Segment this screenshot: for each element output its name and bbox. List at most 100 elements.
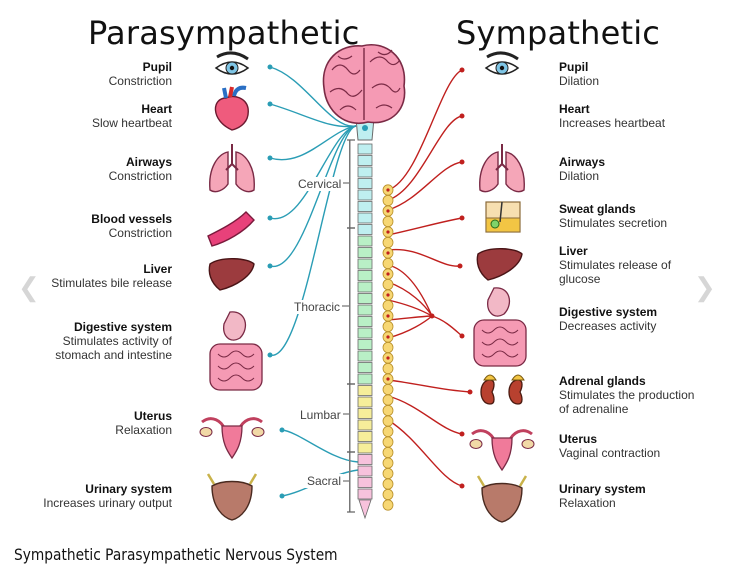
sympathetic-nerve-end <box>459 215 465 221</box>
heart-icon-aorta <box>228 86 234 98</box>
digestive-icon-stomach <box>223 311 247 341</box>
sympathetic-nerves <box>387 67 473 489</box>
digestive-icon-intestine <box>209 343 263 391</box>
chain-ganglion <box>382 415 394 427</box>
sweat-gland-hair <box>499 201 503 223</box>
heart-icon-body <box>214 95 249 131</box>
chain-ganglion <box>382 478 394 490</box>
spinal-segment <box>357 454 373 465</box>
sympathetic-nerve-path <box>387 264 433 317</box>
parasympathetic-label-description: Stimulates activity of <box>62 334 172 348</box>
sympathetic-label-description: Dilation <box>559 74 600 88</box>
spinal-segment <box>357 247 373 258</box>
parasympathetic-nerve-path <box>269 125 357 267</box>
chain-node <box>386 335 390 339</box>
lungs-icon-left <box>209 151 229 193</box>
chevron-right-icon[interactable]: ❯ <box>694 272 716 302</box>
spinal-segment <box>357 373 373 385</box>
figure-caption: Sympathetic Parasympathetic Nervous Syst… <box>14 545 338 564</box>
parasympathetic-nerve-end <box>267 215 273 221</box>
sympathetic-nerve-path <box>387 419 463 487</box>
sympathetic-label-description: glucose <box>559 272 601 286</box>
spinal-segment <box>357 143 373 155</box>
parasympathetic-nerves <box>267 64 359 499</box>
spinal-segment <box>357 385 373 396</box>
bladder-icon-body <box>481 482 523 523</box>
spinal-segment <box>357 477 373 488</box>
sympathetic-label-description: Stimulates the production <box>559 388 695 402</box>
sympathetic-nerve-junction <box>429 313 435 319</box>
sympathetic-nerve-end <box>459 159 465 165</box>
spinal-segment <box>357 212 373 224</box>
uterus-icon-body <box>491 437 513 472</box>
parasympathetic-label-description: Stimulates bile release <box>51 276 172 290</box>
sympathetic-label-description: Vaginal contraction <box>559 446 661 460</box>
spinal-segment <box>357 465 373 477</box>
sympathetic-nerve-path <box>431 315 463 337</box>
sympathetic-nerve-path <box>387 379 471 393</box>
sympathetic-chain <box>382 184 394 511</box>
parasympathetic-nerve-path <box>269 103 357 128</box>
liver-icon <box>208 258 255 291</box>
chain-ganglion <box>382 499 394 511</box>
spinal-segment <box>357 431 373 442</box>
parasympathetic-label-title: Uterus <box>133 409 172 423</box>
brain-gyrus <box>329 87 363 97</box>
spinal-segment <box>357 350 373 362</box>
chain-ganglion <box>382 457 394 469</box>
segment-label-sacral: Sacral <box>305 474 344 488</box>
parasympathetic-label-description: Slow heartbeat <box>91 116 172 130</box>
segment-label-lumbar: Lumbar <box>298 408 343 422</box>
chain-node <box>386 272 390 276</box>
spinal-segment <box>357 281 373 293</box>
segment-label-cervical: Cervical <box>296 177 344 191</box>
segment-bracket-cervical <box>347 139 355 229</box>
kidney-icon-left <box>480 379 495 405</box>
spinal-segment <box>357 327 373 339</box>
segment-label-thoracic: Thoracic <box>292 300 343 314</box>
spinal-segment <box>357 304 373 316</box>
sweat-gland-coil <box>490 219 500 229</box>
spinal-segment <box>357 419 373 431</box>
chain-ganglion <box>382 383 394 396</box>
chain-ganglion <box>382 436 394 448</box>
parasympathetic-nerve-end <box>267 263 273 269</box>
sympathetic-label-description: Stimulates secretion <box>559 216 668 230</box>
parasympathetic-label-description: Relaxation <box>115 423 172 437</box>
parasympathetic-label-title: Liver <box>143 262 172 276</box>
parasympathetic-label-description: Constriction <box>108 169 172 183</box>
sympathetic-nerve-path <box>387 217 463 236</box>
chain-ganglion <box>382 425 394 438</box>
sympathetic-label-title: Liver <box>559 244 588 258</box>
spinal-segment <box>357 201 373 212</box>
chevron-left-icon[interactable]: ❮ <box>18 272 40 302</box>
chain-ganglion <box>382 215 394 228</box>
parasympathetic-nerve-end <box>279 493 285 499</box>
chain-node <box>386 314 390 318</box>
liver-icon <box>476 248 523 281</box>
spinal-segment <box>357 178 373 189</box>
chain-ganglion <box>382 404 394 417</box>
chain-ganglion <box>382 488 394 501</box>
chain-node <box>386 293 390 297</box>
sympathetic-label-title: Digestive system <box>559 305 658 319</box>
bladder-icon-ureters <box>476 475 528 487</box>
lungs-icon-right <box>505 151 525 193</box>
parasympathetic-nerve-end <box>279 427 285 433</box>
digestive-icon-folds <box>481 326 519 358</box>
spinal-segment <box>357 316 373 327</box>
spinal-segment <box>357 362 373 373</box>
sympathetic-label-title: Airways <box>559 155 606 169</box>
segment-bracket-sacral <box>347 451 355 513</box>
uterus-icon-ovary-left <box>199 427 213 437</box>
spinal-segment <box>357 488 373 500</box>
bladder-icon-ureters <box>206 473 258 485</box>
